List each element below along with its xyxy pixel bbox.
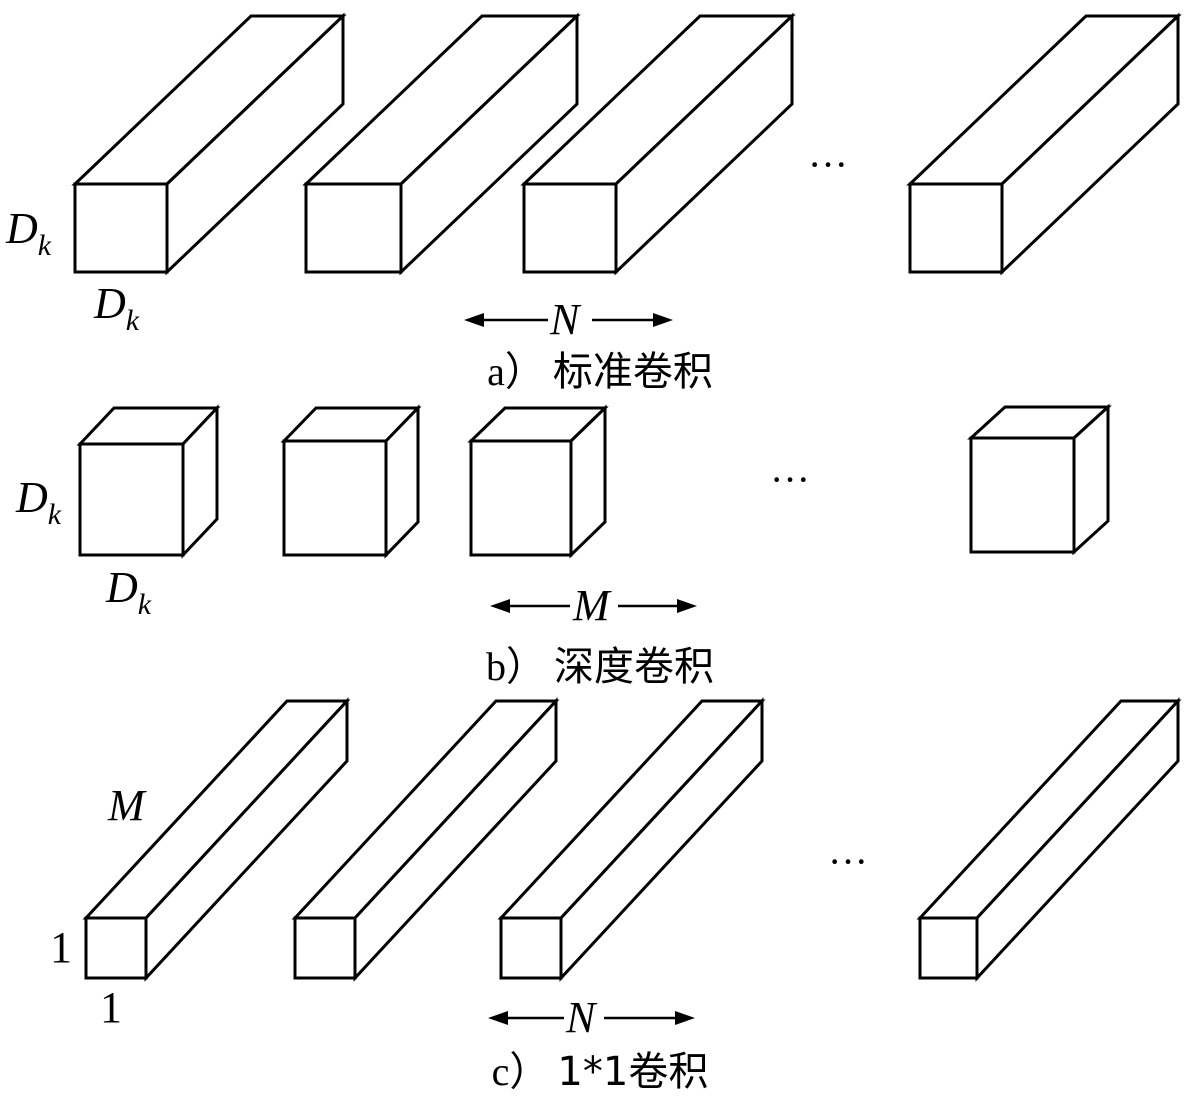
caption-standard-convolution: a）标准卷积 (487, 349, 713, 395)
kernel-box (967, 403, 1112, 556)
kernel-box (916, 697, 1182, 982)
kernel-width-label: Dk (105, 563, 152, 621)
kernel-count-label: N (565, 993, 598, 1042)
kernel-front-face (969, 436, 1076, 554)
kernel-box (467, 404, 609, 559)
standard-kernels (71, 12, 1182, 276)
kernel-box (76, 404, 221, 559)
more-kernels-ellipsis: ··· (828, 839, 868, 884)
count-arrow: M (490, 581, 697, 630)
kernel-front-face (499, 916, 563, 980)
kernel-front-face (918, 916, 979, 980)
kernel-count-label: M (572, 581, 612, 630)
panel-pointwise-convolution: M 1 1 ··· N c）1*1卷积 (50, 697, 1182, 1095)
panel-depthwise-convolution: Dk Dk ··· M b）深度卷积 (15, 403, 1112, 690)
kernel-front-face (84, 916, 148, 980)
kernel-front-face (73, 182, 169, 274)
panel-standard-convolution: Dk Dk ··· N a）标准卷积 (5, 12, 1182, 395)
kernel-front-face (78, 442, 185, 557)
kernel-height-label: Dk (15, 473, 62, 531)
depthwise-kernels (76, 403, 1112, 559)
kernel-front-face (304, 182, 403, 274)
kernel-front-face (522, 182, 618, 274)
count-arrow: N (464, 295, 673, 344)
kernel-box (302, 12, 581, 276)
caption-depthwise-convolution: b）深度卷积 (486, 644, 714, 690)
count-arrow: N (488, 993, 695, 1042)
kernel-width-label: Dk (93, 279, 140, 337)
more-kernels-ellipsis: ··· (770, 457, 810, 502)
kernel-height-label: 1 (50, 923, 72, 972)
kernel-box (291, 697, 560, 982)
kernel-count-label: N (549, 295, 582, 344)
kernel-front-face (908, 182, 1004, 274)
kernel-box (280, 404, 422, 559)
kernel-box (497, 697, 766, 982)
kernel-box (520, 12, 796, 276)
kernel-front-face (469, 439, 573, 557)
kernel-width-label: 1 (100, 983, 122, 1032)
kernel-box (82, 697, 351, 982)
kernel-depth-label: M (107, 781, 147, 830)
kernel-front-face (293, 916, 357, 980)
kernel-box (906, 12, 1182, 276)
kernel-box (71, 12, 347, 276)
more-kernels-ellipsis: ··· (808, 142, 848, 187)
kernel-front-face (282, 439, 388, 557)
caption-pointwise-convolution: c）1*1卷积 (492, 1049, 709, 1095)
kernel-height-label: Dk (5, 204, 52, 262)
pointwise-kernels (82, 697, 1182, 982)
